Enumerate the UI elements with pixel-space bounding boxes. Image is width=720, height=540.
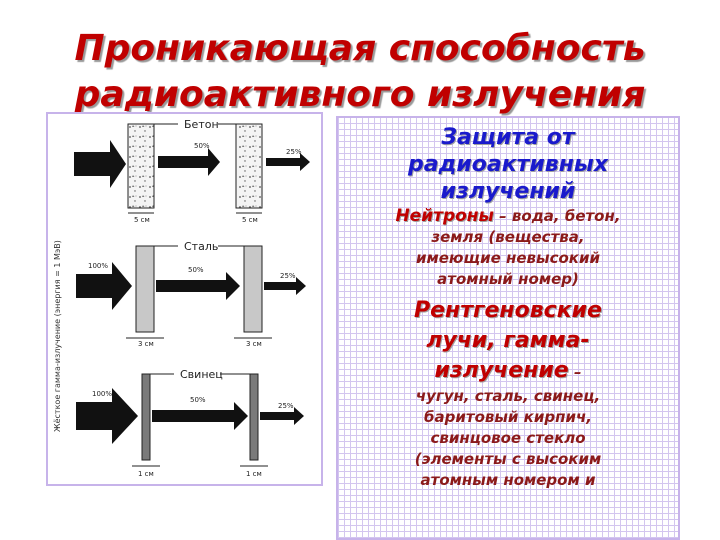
panel-heading-line2: радиоактивных [407, 152, 609, 177]
xray-text5: атомным номером и [420, 471, 596, 489]
slide-title-line1: Проникающая способность [74, 28, 646, 69]
pct-in-lead: 100% [92, 390, 112, 398]
thickness-concrete-2: 5 см [242, 216, 258, 224]
ray-out-lead [260, 407, 304, 425]
thickness-lead-2: 1 см [246, 470, 262, 478]
shield-concrete-1 [127, 123, 155, 209]
pct-in-steel: 100% [88, 262, 108, 270]
pct-out-lead: 25% [278, 402, 294, 410]
neutrons-text4: атомный номер) [437, 270, 579, 288]
xray-text1: чугун, сталь, свинец, [415, 387, 601, 405]
thickness-steel-1: 3 см [138, 340, 154, 348]
row-lead: Свинец 100% 50% 25% 1 см 1 см [76, 368, 304, 478]
axis-label: Жёсткое гамма-излучение (энергия = 1 МэВ… [53, 240, 62, 432]
neutrons-label: Нейтроны [395, 206, 494, 226]
neutrons-text1: вода, бетон, [511, 207, 621, 225]
neutrons-line: Нейтроны – вода, бетон, [346, 205, 670, 227]
pct-mid-lead: 50% [190, 396, 206, 404]
ray-in-concrete [74, 140, 126, 188]
thickness-concrete-1: 5 см [134, 216, 150, 224]
xray-line3: излучение [434, 358, 569, 383]
ray-out-concrete [266, 153, 310, 171]
neutrons-text2: земля (вещества, [431, 228, 585, 246]
xray-text4: (элементы с высоким [414, 450, 602, 468]
neutrons-dash: – [493, 207, 512, 225]
protection-panel: Защита от радиоактивных излучений Нейтро… [336, 116, 680, 540]
xray-dash: – [568, 363, 582, 381]
shield-steel-1 [135, 245, 155, 333]
neutrons-text3: имеющие невысокий [415, 249, 600, 267]
xray-text2: баритовый кирпич, [424, 408, 592, 426]
pct-out-concrete: 25% [286, 148, 302, 156]
shield-concrete-2 [235, 123, 263, 209]
ray-mid-lead [152, 402, 248, 430]
pct-out-steel: 25% [280, 272, 296, 280]
thickness-lead-1: 1 см [138, 470, 154, 478]
panel-heading-line3: излучений [440, 179, 576, 204]
shield-lead-1 [141, 373, 151, 461]
shield-lead-2 [249, 373, 259, 461]
material-label-steel: Сталь [184, 240, 218, 253]
material-label-lead: Свинец [180, 368, 223, 381]
pct-mid-steel: 50% [188, 266, 204, 274]
xray-text3: свинцовое стекло [430, 429, 586, 447]
shield-steel-2 [243, 245, 263, 333]
penetration-diagram-svg: Жёсткое гамма-излучение (энергия = 1 МэВ… [53, 118, 310, 478]
xray-line2: лучи, гамма- [426, 328, 590, 353]
ray-in-steel [76, 262, 132, 310]
material-label-concrete: Бетон [184, 118, 219, 131]
xray-line1: Рентгеновские [414, 298, 602, 323]
ray-out-steel [264, 277, 306, 295]
row-steel: Сталь 100% 50% 25% 3 см 3 см [76, 240, 306, 348]
penetration-diagram: Жёсткое гамма-излучение (энергия = 1 МэВ… [46, 112, 323, 486]
pct-in-concrete: 100% [84, 140, 104, 148]
thickness-steel-2: 3 см [246, 340, 262, 348]
slide-title: Проникающая способность радиоактивного и… [20, 26, 700, 118]
xray-line3-row: излучение – [346, 356, 670, 386]
panel-heading-line1: Защита от [441, 125, 575, 150]
slide-title-line2: радиоактивного излучения [74, 74, 646, 115]
row-concrete: Бетон 100% 50% 25% 5 см 5 см [74, 118, 310, 224]
ray-mid-concrete [158, 148, 220, 176]
pct-mid-concrete: 50% [194, 142, 210, 150]
ray-in-lead [76, 388, 138, 444]
ray-mid-steel [156, 272, 240, 300]
